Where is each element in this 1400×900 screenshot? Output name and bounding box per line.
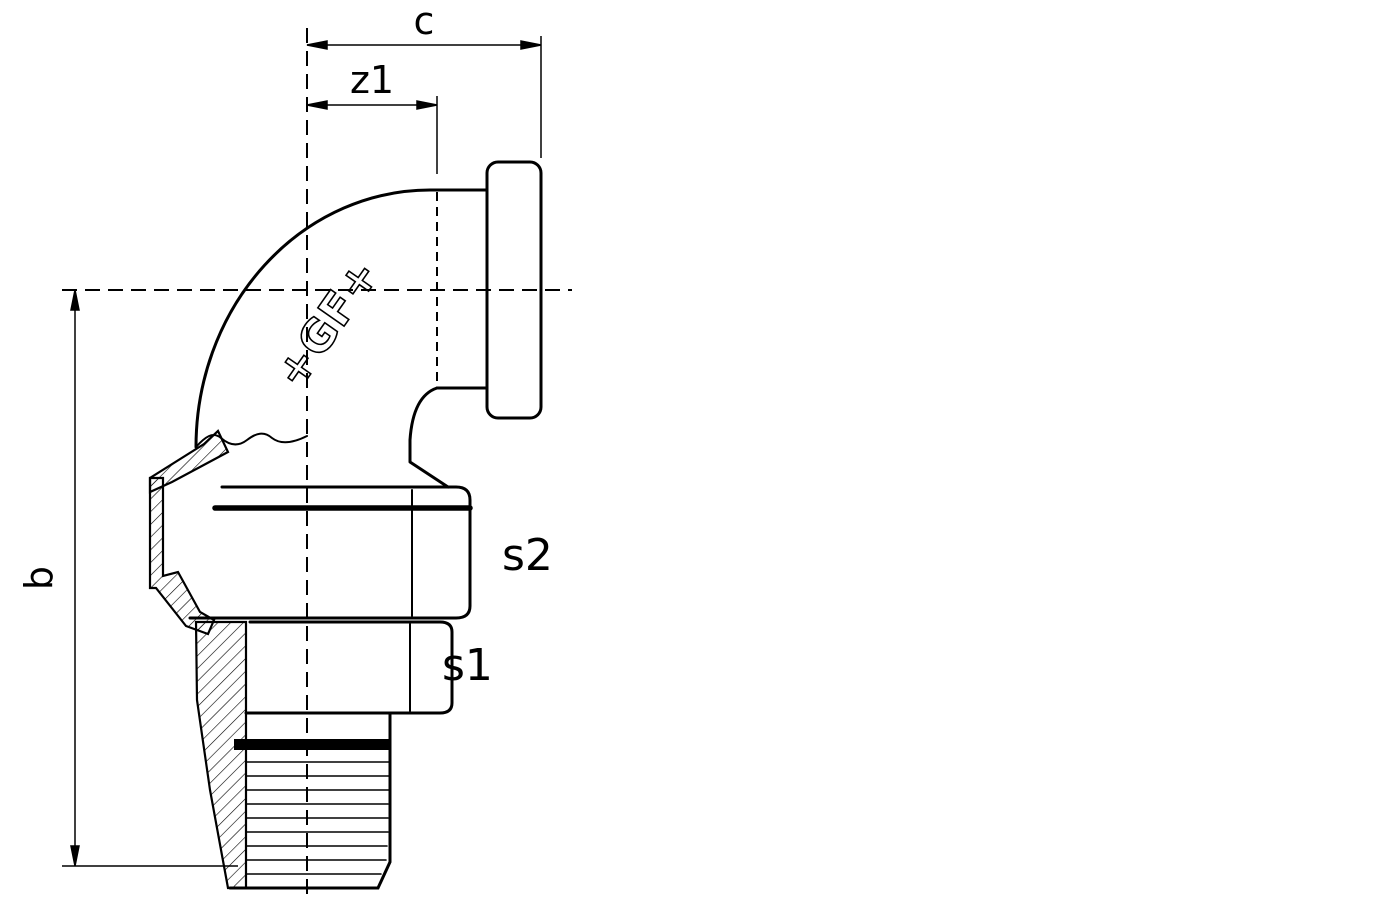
thread-crest-lines: [245, 761, 390, 875]
male-thread-right-edge: [228, 711, 392, 890]
male-hex-s1: [244, 620, 454, 715]
dim-c-arrow-left: [306, 40, 328, 50]
dim-label-b: b: [17, 566, 61, 590]
dim-c-arrow-right: [520, 40, 542, 50]
gf-logo-text: +GF+: [266, 250, 390, 397]
dimension-c: [306, 36, 542, 158]
dim-z1-arrow-left: [306, 100, 328, 110]
male-hex-outline: [244, 620, 454, 715]
section-hatching: [148, 429, 248, 890]
dimension-z1: [306, 96, 438, 174]
elbow-inner-contour: [408, 386, 450, 489]
union-nut-outline: [188, 485, 472, 620]
nut-section-outer-wall: [148, 476, 216, 636]
dim-label-c: c: [414, 0, 435, 43]
dimension-b: [62, 289, 238, 867]
thread-runout-band: [234, 739, 390, 750]
male-thread-section-wall: [194, 620, 248, 890]
elbow-outer-contour: [194, 188, 489, 449]
centerlines: [62, 28, 572, 898]
socket-bead: [485, 160, 543, 420]
wrench-size-label-s1: s1: [442, 640, 493, 691]
elbow-body: [194, 160, 543, 489]
dim-label-z1: z1: [350, 58, 394, 102]
dimensions: [62, 36, 542, 867]
male-threaded-end: [228, 711, 392, 890]
dim-b-arrow-bottom: [70, 845, 80, 867]
dim-z1-arrow-right: [416, 100, 438, 110]
union-nut-s2: [188, 485, 473, 620]
break-line: [195, 432, 308, 448]
labels: c z1 b s2 s1 +GF+: [17, 0, 553, 691]
dim-b-arrow-top: [70, 289, 80, 311]
wrench-size-label-s2: s2: [502, 530, 553, 581]
